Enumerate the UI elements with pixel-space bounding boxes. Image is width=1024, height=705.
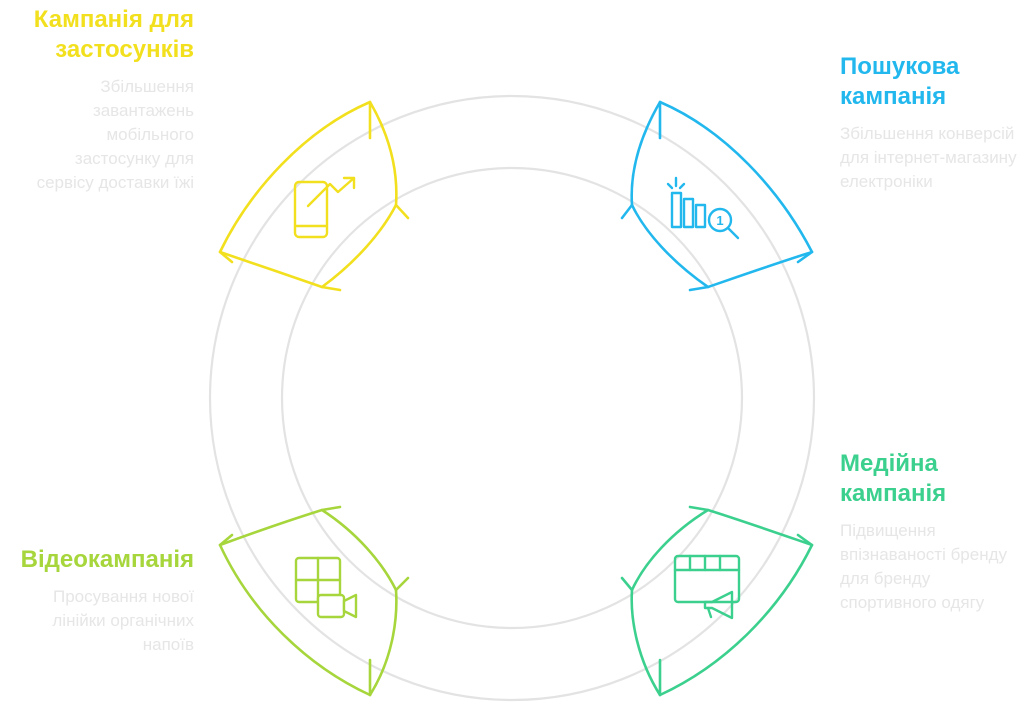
mobile-growth-icon bbox=[293, 176, 356, 239]
search-title: Пошукова кампанія bbox=[840, 53, 960, 110]
apps-title: Кампанія для застосунків bbox=[33, 6, 194, 63]
video-description: Просування нової лінійки органічних напо… bbox=[52, 587, 194, 654]
cycle-ring bbox=[208, 94, 816, 702]
video-title: Відеокампанія bbox=[20, 546, 194, 573]
video-label: Відеокампанія Просування нової лінійки о… bbox=[0, 545, 194, 657]
search-rank-number: 1 bbox=[716, 213, 723, 228]
apps-description: Збільшення завантажень мобільного застос… bbox=[36, 77, 194, 192]
video-camera-icon bbox=[294, 556, 358, 619]
media-description: Підвищення впізнаваності бренду для брен… bbox=[840, 521, 1008, 612]
media-title: Медійна кампанія bbox=[840, 450, 947, 507]
search-description: Збільшення конверсій для інтернет-магази… bbox=[840, 124, 1017, 191]
media-megaphone-icon bbox=[673, 554, 741, 620]
search-label: Пошукова кампанія Збільшення конверсій д… bbox=[840, 52, 1022, 194]
apps-label: Кампанія для застосунків Збільшення зава… bbox=[0, 5, 194, 195]
media-segment bbox=[620, 505, 814, 697]
apps-segment bbox=[218, 100, 410, 292]
video-segment bbox=[218, 505, 410, 697]
search-segment bbox=[620, 100, 814, 292]
search-ranking-icon bbox=[666, 176, 740, 240]
media-label: Медійна кампанія Підвищення впізнаваност… bbox=[840, 449, 1022, 615]
